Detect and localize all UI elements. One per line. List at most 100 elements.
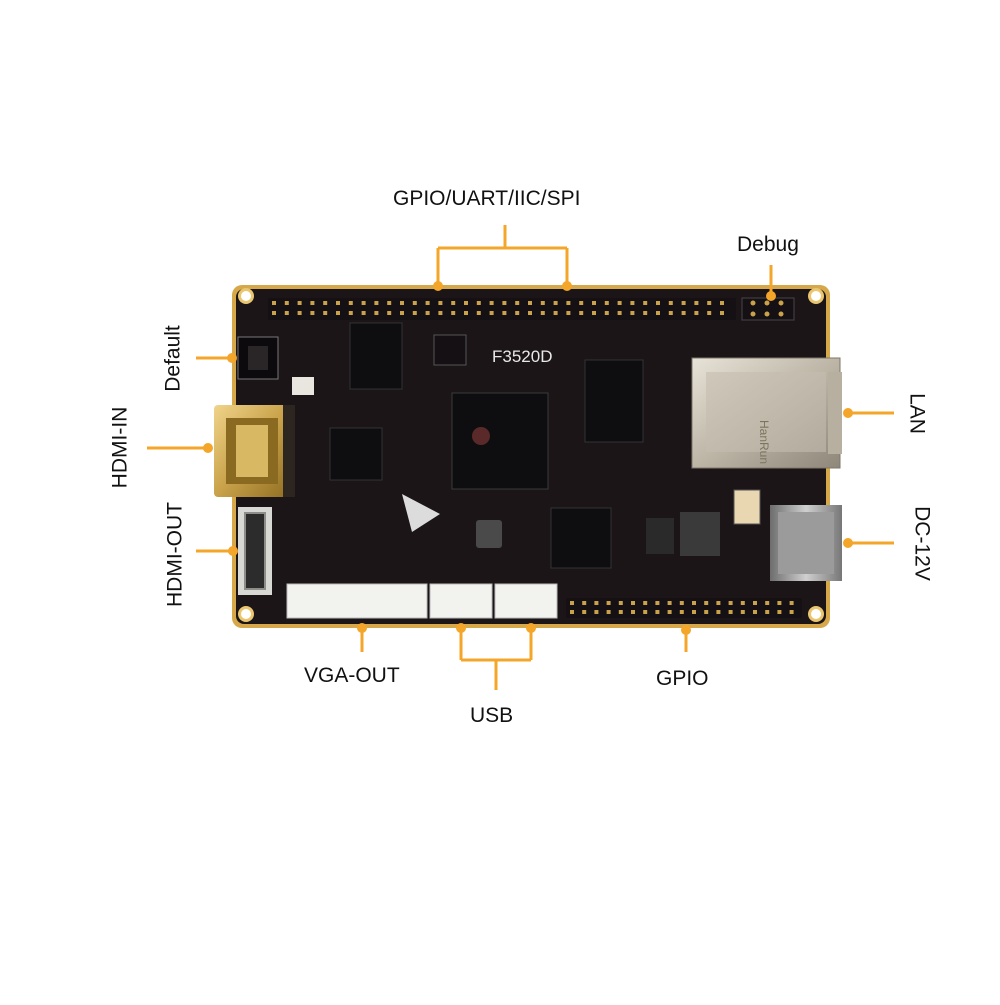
header-pin <box>348 311 353 315</box>
header-pin <box>655 601 660 605</box>
header-pin <box>323 311 328 315</box>
header-pin <box>297 311 302 315</box>
debug-header <box>741 297 795 321</box>
usb-connector-2 <box>494 583 558 619</box>
label-debug: Debug <box>737 233 799 256</box>
header-pin <box>728 610 733 614</box>
header-pin <box>630 311 635 315</box>
header-pin <box>655 610 660 614</box>
header-pin <box>489 301 494 305</box>
header-pin <box>643 301 648 305</box>
lan-brand: HanRun <box>757 420 771 464</box>
header-pin <box>272 301 276 305</box>
label-default: Default <box>161 325 185 392</box>
chips <box>329 322 720 569</box>
header-pin <box>668 311 673 315</box>
header-pin <box>425 311 430 315</box>
header-pin <box>361 301 366 305</box>
mounting-holes <box>238 288 824 622</box>
header-pin <box>438 311 443 315</box>
header-pin <box>643 610 648 614</box>
header-pin <box>412 301 417 305</box>
header-pin <box>630 301 635 305</box>
header-pin <box>765 601 770 605</box>
board-model: F3520D <box>492 347 552 366</box>
header-pin <box>667 610 672 614</box>
header-pin <box>502 311 507 315</box>
header-pin <box>740 610 745 614</box>
header-pin <box>618 601 623 605</box>
header-pin <box>553 311 558 315</box>
header-pin <box>716 601 721 605</box>
lan-jack: HanRun <box>691 357 842 469</box>
header-pin <box>412 311 417 315</box>
header-pin <box>617 301 622 305</box>
header-pin <box>425 301 430 305</box>
header-pin <box>374 311 379 315</box>
header-pin <box>374 301 379 305</box>
header-pin <box>540 311 545 315</box>
callout-dots <box>203 281 853 635</box>
label-usb: USB <box>470 704 514 727</box>
callout-lines <box>147 225 894 690</box>
dc-jack <box>770 505 842 581</box>
header-pin <box>692 601 696 605</box>
header-pin <box>540 301 545 305</box>
header-pin <box>643 311 648 315</box>
header-pin <box>515 311 520 315</box>
vendor-logo <box>402 494 440 532</box>
header-pin <box>284 301 289 305</box>
small-connector <box>292 377 314 395</box>
usb-connector-1 <box>429 583 493 619</box>
header-pin <box>566 311 571 315</box>
default-button <box>237 336 279 380</box>
header-pin <box>765 610 770 614</box>
header-pin <box>679 610 684 614</box>
header-pin <box>476 301 481 305</box>
header-pin <box>753 610 757 614</box>
label-gpio-bottom: GPIO <box>656 667 709 690</box>
header-pin <box>777 601 782 605</box>
header-pin <box>753 601 757 605</box>
header-pin <box>570 601 574 605</box>
header-pin <box>728 601 733 605</box>
header-pin <box>592 311 596 315</box>
header-pin <box>694 311 699 315</box>
header-pin <box>566 301 571 305</box>
header-pin <box>789 601 794 605</box>
header-pin <box>310 301 315 305</box>
header-pin <box>692 610 696 614</box>
header-pin <box>606 601 611 605</box>
header-pin <box>720 311 724 315</box>
header-pin <box>400 311 404 315</box>
header-pin <box>592 301 596 305</box>
header-pin <box>643 601 648 605</box>
header-pin <box>704 601 709 605</box>
header-pin <box>272 311 276 315</box>
header-pin <box>310 311 315 315</box>
header-pin <box>740 601 745 605</box>
header-pin <box>451 301 456 305</box>
header-pin <box>617 311 622 315</box>
header-pin <box>631 610 635 614</box>
header-pin <box>631 601 635 605</box>
header-pin <box>681 311 686 315</box>
header-pin <box>579 301 584 305</box>
label-hdmi-out: HDMI-OUT <box>163 502 187 607</box>
header-pin <box>297 301 302 305</box>
header-pin <box>387 301 392 305</box>
header-pin <box>336 301 340 305</box>
header-pin <box>594 610 599 614</box>
label-dc: DC-12V <box>910 506 934 581</box>
header-pin <box>681 301 686 305</box>
header-pin <box>438 301 443 305</box>
label-vga-out: VGA-OUT <box>304 664 400 687</box>
header-pin <box>777 610 782 614</box>
header-pin <box>618 610 623 614</box>
header-pin <box>528 301 532 305</box>
header-pin <box>284 311 289 315</box>
header-pin <box>476 311 481 315</box>
header-pin <box>553 301 558 305</box>
header-pin <box>579 311 584 315</box>
header-pin <box>528 311 532 315</box>
